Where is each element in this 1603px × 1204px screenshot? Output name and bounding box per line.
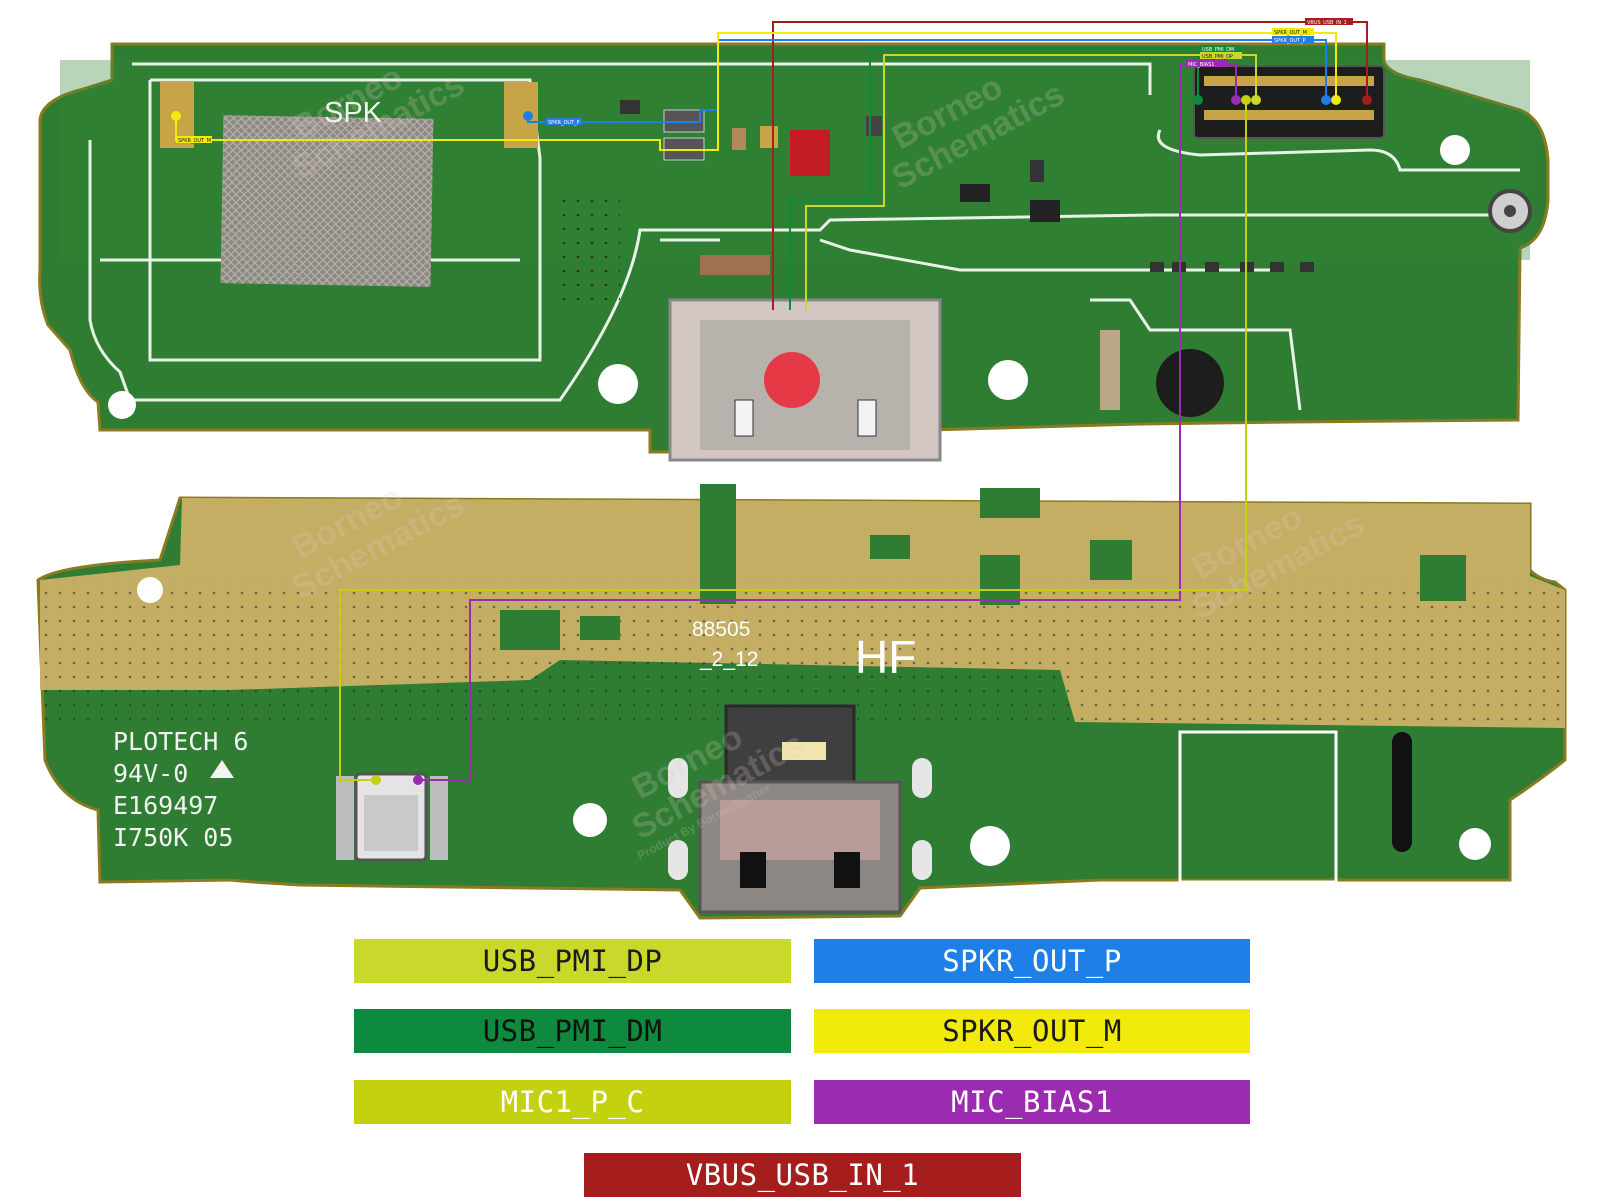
screw-hole <box>988 360 1028 400</box>
screw-hole <box>598 364 638 404</box>
screw-hole <box>108 391 136 419</box>
shield-outline <box>1178 730 1338 884</box>
legend-label: MIC1_P_C <box>500 1085 645 1119</box>
trace-tags: VBUS_USB_IN_1 SPKR_OUT_M SPKR_OUT_P USB_… <box>176 18 1353 144</box>
silk-e169497: E169497 <box>113 791 218 820</box>
legend-label: USB_PMI_DP <box>482 944 663 978</box>
silk-2-12: _2_12 <box>699 648 758 671</box>
usb-port-bottom <box>698 704 902 914</box>
legend-usb-pmi-dm: USB_PMI_DM <box>354 1009 791 1053</box>
warning-triangle-icon <box>210 760 234 778</box>
bottom-board: 88505 _2_12 HF PLOTECH 6 94V-0 E169497 I… <box>36 484 1567 920</box>
svg-text:SPKR_OUT_M: SPKR_OUT_M <box>1274 30 1307 36</box>
trace-usb-pmi-dm <box>789 47 1199 310</box>
gasket <box>1392 732 1412 852</box>
legend-spkr-out-m: SPKR_OUT_M <box>814 1009 1250 1053</box>
svg-text:VBUS_USB_IN_1: VBUS_USB_IN_1 <box>1307 20 1347 26</box>
screw-hole <box>573 803 607 837</box>
top-board: SPK <box>38 42 1550 462</box>
vibrator-motor <box>1156 349 1224 417</box>
legend-vbus-usb-in-1: VBUS_USB_IN_1 <box>584 1153 1021 1197</box>
screw-hole <box>137 577 163 603</box>
usb-port-top <box>668 255 942 462</box>
screw-hole <box>1440 135 1470 165</box>
legend-mic-bias1: MIC_BIAS1 <box>814 1080 1250 1124</box>
svg-text:MIC_BIAS1: MIC_BIAS1 <box>1188 62 1214 68</box>
trace-usb-pmi-dp <box>805 54 1257 310</box>
speaker-mesh <box>220 115 434 287</box>
svg-text:SPKR_OUT_P: SPKR_OUT_P <box>548 120 580 126</box>
screw-hole <box>1459 828 1491 860</box>
svg-text:USB_PMI_DM: USB_PMI_DM <box>1202 47 1234 53</box>
red-ic <box>790 130 830 176</box>
silk-94v: 94V-0 <box>113 759 188 788</box>
svg-text:USB_PMI_DP: USB_PMI_DP <box>1202 54 1233 60</box>
silk-88505: 88505 <box>692 618 750 641</box>
legend-spkr-out-p: SPKR_OUT_P <box>814 939 1250 983</box>
svg-text:SPKR_OUT_M: SPKR_OUT_M <box>178 138 211 144</box>
trace-mic1-p-c <box>339 100 1247 781</box>
legend-label: SPKR_OUT_M <box>942 1014 1122 1048</box>
spk-pad-right <box>504 82 538 148</box>
legend-label: USB_PMI_DM <box>482 1014 663 1048</box>
legend-label: VBUS_USB_IN_1 <box>685 1158 920 1192</box>
top-components <box>560 100 1532 417</box>
silkscreen-spk: SPK <box>324 97 383 129</box>
trace-spkr-out-m <box>175 32 1337 151</box>
silk-plotech: PLOTECH 6 <box>113 727 248 756</box>
legend-mic1-p-c: MIC1_P_C <box>354 1080 791 1124</box>
legend-label: SPKR_OUT_P <box>942 944 1122 978</box>
trace-mic-bias1 <box>418 63 1237 781</box>
legend-label: MIC_BIAS1 <box>951 1085 1113 1119</box>
screw-hole <box>970 826 1010 866</box>
svg-text:SPKR_OUT_P: SPKR_OUT_P <box>1274 38 1306 44</box>
silk-1750k: I750K 05 <box>113 823 233 852</box>
silk-hf: HF <box>855 631 916 683</box>
trace-vbus <box>772 21 1368 310</box>
legend-usb-pmi-dp: USB_PMI_DP <box>354 939 791 983</box>
